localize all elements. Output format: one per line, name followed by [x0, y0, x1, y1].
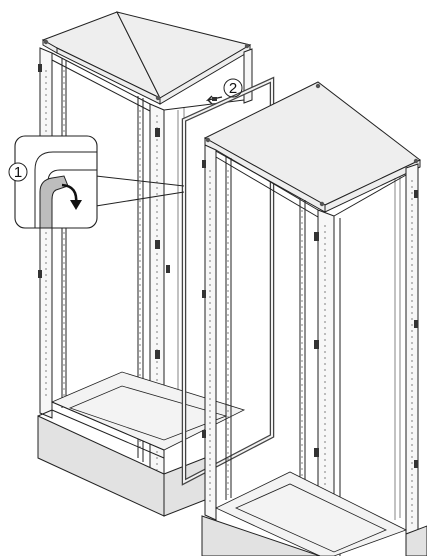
front-cabinet	[201, 81, 427, 556]
detail-inset: 1	[8, 135, 185, 229]
front-cabinet-post-front-left	[204, 144, 217, 521]
arrow-left-icon	[205, 95, 223, 105]
callout-2-number: 2	[229, 80, 237, 97]
front-cabinet-post-front-right	[317, 209, 335, 556]
front-cabinet-plinth	[201, 515, 321, 556]
rear-cabinet	[37, 11, 253, 517]
door-gasket	[181, 76, 275, 486]
callout-2: 2	[205, 78, 243, 105]
callout-1-number: 1	[14, 164, 22, 181]
